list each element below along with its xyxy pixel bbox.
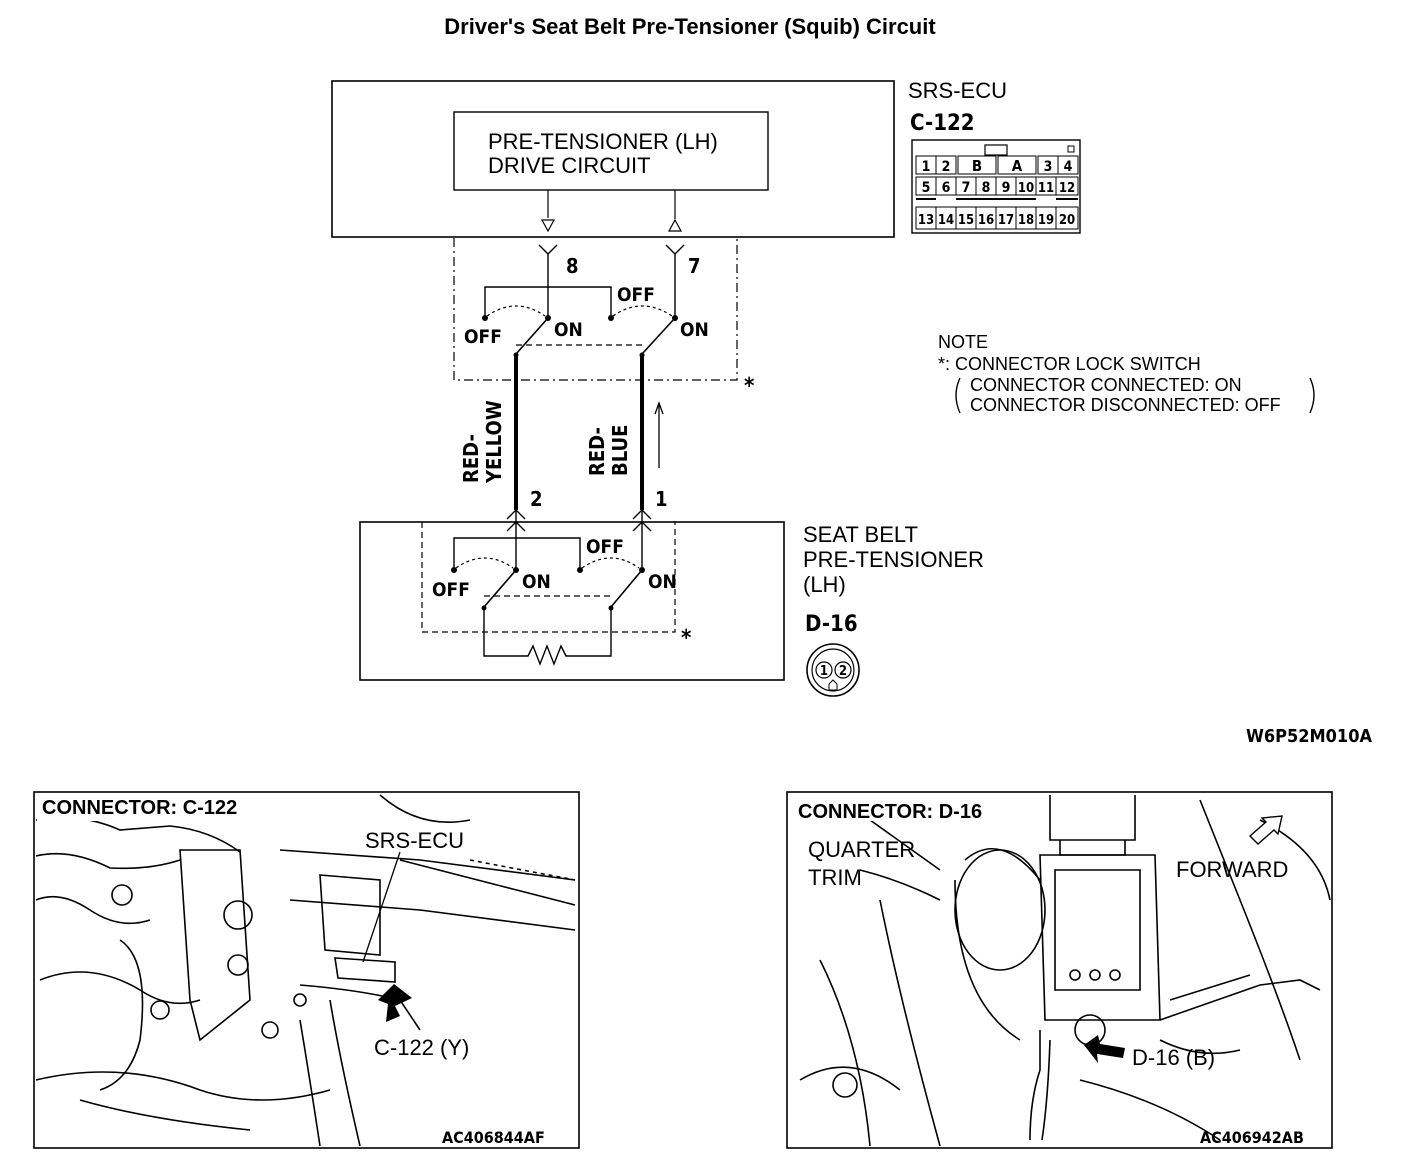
ecu-connector-id: C-122 — [910, 111, 975, 136]
current-flow-arrow-icon — [654, 401, 664, 415]
wire-color-right-2: BLUE — [608, 425, 632, 476]
pretensioner-label-1: SEAT BELT — [803, 522, 918, 547]
d16-pin-2: 2 — [839, 664, 847, 679]
pin-label: 18 — [1018, 213, 1034, 228]
pin-label: 20 — [1059, 213, 1075, 228]
pin-label: 2 — [942, 159, 951, 175]
seat-belt-illustration — [799, 795, 1331, 1147]
pin-label: 3 — [1044, 159, 1053, 175]
photo-left-title: CONNECTOR: C-122 — [42, 797, 237, 819]
input-arrow-icon — [667, 218, 683, 232]
pin-label: 10 — [1018, 181, 1034, 196]
dashboard-illustration — [35, 794, 576, 1147]
switch-off-label: OFF — [586, 536, 624, 558]
photo-right-trim-label-2: TRIM — [808, 865, 862, 890]
pin-label: 13 — [918, 213, 934, 228]
ecu-pin-8-label: 8 — [566, 254, 579, 278]
photo-right-code: AC406942AB — [1200, 1128, 1304, 1147]
note-heading: NOTE — [938, 332, 988, 352]
pin-label: 16 — [978, 213, 994, 228]
pretensioner-pin-2-label: 2 — [530, 487, 543, 511]
diagram-code: W6P52M010A — [1246, 726, 1372, 747]
srs-ecu-box: PRE-TENSIONER (LH) DRIVE CIRCUIT — [331, 80, 895, 238]
switch-on-label: ON — [522, 571, 551, 593]
wire-color-left-2: YELLOW — [482, 400, 506, 484]
pin-label: 12 — [1059, 181, 1075, 196]
forward-arrow-icon — [1248, 815, 1283, 845]
pin-label: 7 — [962, 180, 971, 196]
pin-label: 14 — [938, 213, 954, 228]
photo-right-connector-label: D-16 (B) — [1132, 1045, 1215, 1070]
pretensioner-connector-face: 1 2 — [806, 643, 860, 697]
pin-label: 6 — [942, 180, 951, 196]
photo-panel-c122: CONNECTOR: C-122 SRS-ECU C-122 (Y) AC406… — [33, 791, 580, 1149]
pin-label: 8 — [982, 180, 991, 196]
drive-circuit-label-2: DRIVE CIRCUIT — [488, 153, 651, 178]
photo-right-forward-label: FORWARD — [1176, 857, 1288, 882]
drive-circuit-label-1: PRE-TENSIONER (LH) — [488, 129, 718, 154]
pin-label: 1 — [922, 159, 931, 175]
wire-color-left-1: RED- — [459, 434, 483, 483]
pretensioner-pin-1-label: 1 — [655, 487, 668, 511]
ecu-connector-pinout: 1 2 B A 3 4 5 6 7 8 9 10 11 12 13 14 — [911, 139, 1081, 234]
ecu-pin-7-label: 7 — [688, 254, 701, 278]
ecu-connector-lock-switch: 8 7 OFF OFF ON ON * — [453, 238, 754, 399]
switch-on-label: ON — [680, 319, 709, 341]
pin-label: B — [972, 157, 982, 175]
photo-left-ecu-label: SRS-ECU — [365, 828, 464, 853]
photo-right-title: CONNECTOR: D-16 — [798, 801, 982, 823]
switch-on-label: ON — [648, 571, 677, 593]
ecu-name: SRS-ECU — [908, 78, 1007, 103]
pin-label: 17 — [998, 213, 1014, 228]
note-block: NOTE *: CONNECTOR LOCK SWITCH CONNECTOR … — [938, 332, 1315, 415]
photo-left-code: AC406844AF — [442, 1128, 545, 1147]
photo-right-trim-label-1: QUARTER — [808, 837, 915, 862]
d16-pointer-arrow-icon — [1084, 1035, 1125, 1063]
switch-off-label: OFF — [432, 579, 470, 601]
output-arrow-icon — [540, 219, 556, 233]
harness-wires: RED- YELLOW RED- BLUE 2 1 — [459, 355, 668, 511]
d16-pin-1: 1 — [820, 664, 828, 679]
diagram-title: Driver's Seat Belt Pre-Tensioner (Squib)… — [444, 14, 936, 39]
pin-label: 5 — [922, 180, 931, 196]
note-line-2: CONNECTOR CONNECTED: ON — [970, 375, 1242, 395]
c122-pointer-arrow-icon — [378, 984, 412, 1022]
lock-switch-marker: * — [744, 374, 754, 399]
lock-switch-marker: * — [681, 626, 691, 651]
photo-panel-d16: CONNECTOR: D-16 QUARTER TRIM FORWARD D-1… — [786, 791, 1333, 1149]
wire-color-right-1: RED- — [585, 427, 609, 476]
switch-off-label: OFF — [464, 326, 502, 348]
pin-label: 11 — [1038, 181, 1054, 196]
note-line-3: CONNECTOR DISCONNECTED: OFF — [970, 395, 1281, 415]
pin-label: 4 — [1064, 159, 1073, 175]
photo-left-connector-label: C-122 (Y) — [374, 1035, 469, 1060]
switch-off-label: OFF — [617, 284, 655, 306]
pretensioner-label-3: (LH) — [803, 572, 846, 597]
pin-label: A — [1012, 157, 1023, 175]
pin-label: 15 — [958, 213, 974, 228]
pretensioner-label-2: PRE-TENSIONER — [803, 547, 984, 572]
pretensioner-box: OFF OFF ON ON * — [359, 509, 785, 681]
note-line-1: *: CONNECTOR LOCK SWITCH — [938, 354, 1201, 374]
pin-label: 19 — [1038, 213, 1054, 228]
squib-resistor-icon — [483, 608, 612, 666]
switch-on-label: ON — [554, 319, 583, 341]
pretensioner-connector-id: D-16 — [805, 612, 858, 637]
pin-label: 9 — [1002, 180, 1011, 196]
